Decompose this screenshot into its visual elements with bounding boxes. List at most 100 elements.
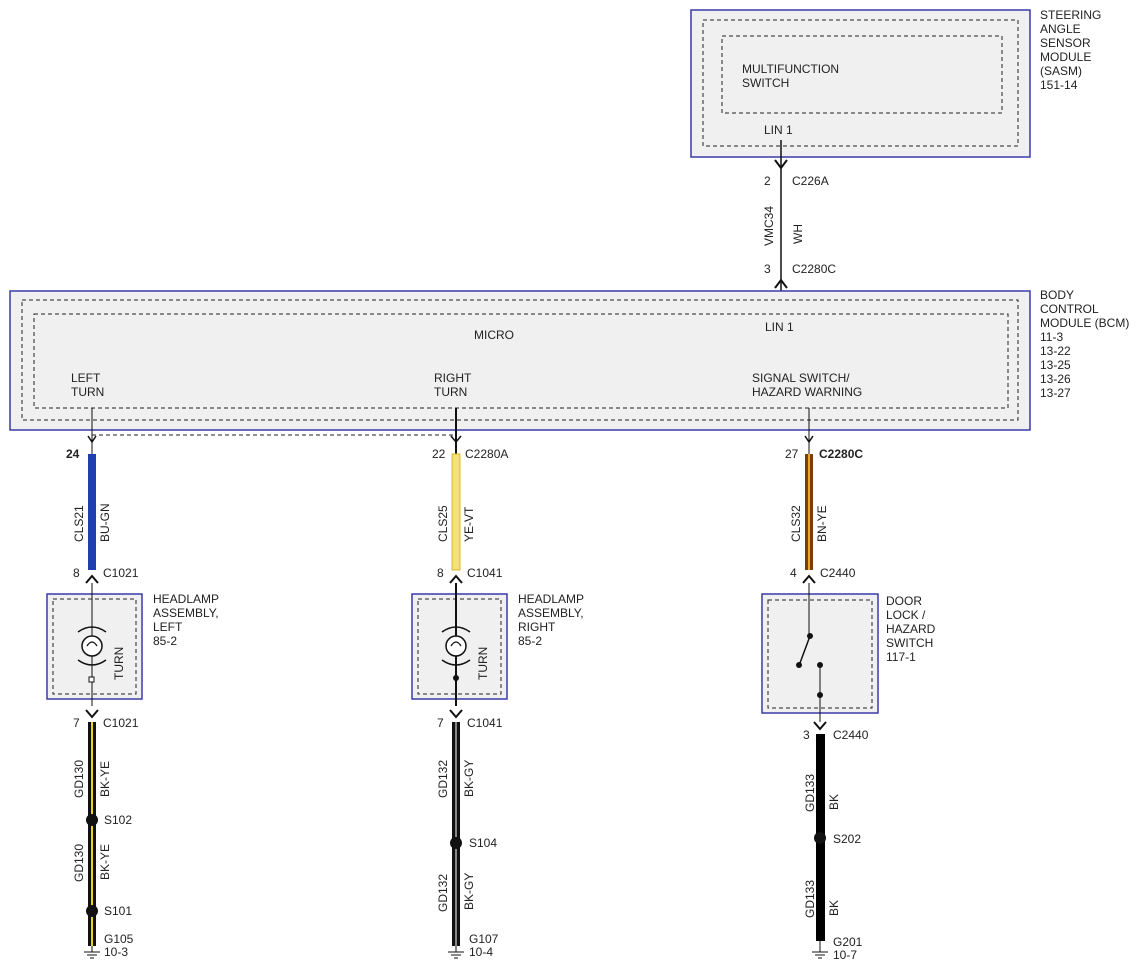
- hazard-color3: BK: [827, 900, 841, 916]
- lin-circuit-label: VMC34: [762, 206, 776, 246]
- sasm-name-line-6: 151-14: [1040, 78, 1078, 92]
- splice-s102: [86, 814, 98, 826]
- right-circuit2: GD132: [436, 760, 450, 798]
- right-color1: YE-VT: [462, 506, 476, 542]
- right-low-pin: 7: [437, 716, 444, 730]
- right-turn-bulb-icon: [445, 635, 467, 657]
- bcm-right-line-2: TURN: [434, 385, 467, 399]
- left-splice1: S102: [104, 813, 132, 827]
- right-mid-pin: 8: [437, 566, 444, 580]
- connector-c226a-arrow: [774, 159, 788, 170]
- left-turn-bulb-icon: [81, 635, 103, 657]
- headlamp-right-line-4: 85-2: [518, 634, 542, 648]
- hazard-circuit2: GD133: [803, 774, 817, 812]
- hazard-circuit1: CLS32: [789, 505, 803, 542]
- headlamp-left-line-3: LEFT: [153, 620, 183, 634]
- sasm-box: [690, 9, 1031, 158]
- hazard-color1: BN-YE: [815, 505, 829, 542]
- bcm-name-line-4: 11-3: [1040, 330, 1063, 344]
- left-color3: BK-YE: [98, 844, 112, 880]
- right-splice1: S104: [469, 836, 497, 850]
- lin-top-connector: C226A: [792, 174, 829, 188]
- headlamp-left-line-4: 85-2: [153, 634, 177, 648]
- left-circuit2: GD130: [72, 760, 86, 798]
- sasm-lin-label: LIN 1: [764, 123, 793, 137]
- hazard-splice1: S202: [833, 832, 861, 846]
- bcm-box: [9, 290, 1031, 431]
- sasm-name-line-3: SENSOR: [1040, 36, 1091, 50]
- door-lock-line-5: 117-1: [886, 650, 916, 664]
- bcm-right-line-1: RIGHT: [434, 371, 472, 385]
- bcm-inner-box: [21, 299, 1019, 421]
- sasm-inner-line-1: MULTIFUNCTION: [742, 62, 839, 76]
- sasm-name: STEERING ANGLE SENSOR MODULE (SASM) 151-…: [1040, 8, 1101, 92]
- left-turn-circuit: 24 CLS21 BU-GN 8 C1021 TURN HEADLAMP ASS…: [46, 408, 219, 959]
- hazard-ground-ref: 10-7: [833, 948, 857, 962]
- bcm-lin-label: LIN 1: [765, 320, 794, 334]
- right-top-pin: 22: [432, 447, 446, 461]
- sasm-name-line-1: STEERING: [1040, 8, 1101, 22]
- hazard-switch-circuit: 27 C2280C CLS32 BN-YE 4 C2440 DOOR LOCK …: [761, 408, 936, 962]
- headlamp-left-line-2: ASSEMBLY,: [153, 606, 219, 620]
- hazard-ground: G201: [833, 935, 863, 949]
- door-lock-line-2: LOCK /: [886, 608, 926, 622]
- bcm-left-line-1: LEFT: [71, 371, 101, 385]
- left-ground: G105: [104, 932, 134, 946]
- bcm-signal-line-1: SIGNAL SWITCH/: [752, 371, 850, 385]
- left-circuit1: CLS21: [72, 505, 86, 542]
- right-turn-circuit: 22 C2280A CLS25 YE-VT 8 C1041 TURN HEADL…: [411, 408, 584, 959]
- hazard-mid-pin: 4: [790, 566, 797, 580]
- bcm-signal-line-2: HAZARD WARNING: [752, 385, 862, 399]
- bcm-name-line-8: 13-27: [1040, 386, 1071, 400]
- sasm-name-line-2: ANGLE: [1040, 22, 1081, 36]
- right-mid-connector: C1041: [467, 566, 503, 580]
- hazard-color2: BK: [827, 794, 841, 810]
- right-color3: BK-GY: [462, 873, 476, 910]
- bcm-name-line-3: MODULE (BCM): [1040, 316, 1129, 330]
- hazard-mid-connector: C2440: [820, 566, 856, 580]
- hazard-low-connector: C2440: [833, 728, 869, 742]
- lin-wire: 2 C226A VMC34 WH 3 C2280C: [762, 140, 836, 312]
- left-color2: BK-YE: [98, 761, 112, 797]
- sasm-module: MULTIFUNCTION SWITCH LIN 1: [690, 9, 1031, 158]
- bcm-micro-label: MICRO: [474, 328, 514, 342]
- hazard-top-pin: 27: [785, 447, 799, 461]
- bcm-name-line-1: BODY: [1040, 288, 1074, 302]
- lin-bottom-pin: 3: [764, 262, 771, 276]
- right-ground-ref: 10-4: [469, 945, 493, 959]
- left-mid-pin: 8: [73, 566, 80, 580]
- right-wire-cls25: [451, 453, 461, 571]
- sasm-inner-line-2: SWITCH: [742, 76, 789, 90]
- right-ground: G107: [469, 932, 499, 946]
- sasm-inner-box: [702, 19, 1019, 147]
- left-color1: BU-GN: [98, 503, 112, 542]
- right-color2: BK-GY: [462, 760, 476, 797]
- door-lock-line-1: DOOR: [886, 594, 922, 608]
- multifunction-switch-box: [721, 35, 1003, 114]
- hazard-low-pin: 3: [803, 728, 810, 742]
- right-top-connector: C2280A: [465, 447, 508, 461]
- left-turn-label: TURN: [112, 647, 126, 680]
- left-top-pin: 24: [66, 447, 80, 461]
- bcm-name-line-6: 13-25: [1040, 358, 1071, 372]
- lin-top-pin: 2: [764, 174, 771, 188]
- door-lock-line-4: SWITCH: [886, 636, 933, 650]
- bcm-name-line-7: 13-26: [1040, 372, 1071, 386]
- left-mid-connector: C1021: [103, 566, 139, 580]
- bcm-module: MICRO LIN 1 LEFT TURN RIGHT TURN SIGNAL …: [9, 290, 1031, 431]
- headlamp-left-line-1: HEADLAMP: [153, 592, 219, 606]
- bcm-micro-box: [33, 313, 1009, 409]
- left-ground-ref: 10-3: [104, 945, 128, 959]
- left-wire-cls21: [88, 454, 96, 570]
- left-low-pin: 7: [73, 716, 80, 730]
- lin-color-label: WH: [791, 224, 805, 244]
- bcm-left-line-2: TURN: [71, 385, 104, 399]
- splice-s101: [86, 905, 98, 917]
- hazard-top-connector: C2280C: [819, 447, 863, 461]
- bcm-name-line-2: CONTROL: [1040, 302, 1099, 316]
- right-turn-label: TURN: [476, 647, 490, 680]
- lin-bottom-connector: C2280C: [792, 262, 836, 276]
- splice-s202: [814, 832, 826, 844]
- bcm-name-line-5: 13-22: [1040, 344, 1071, 358]
